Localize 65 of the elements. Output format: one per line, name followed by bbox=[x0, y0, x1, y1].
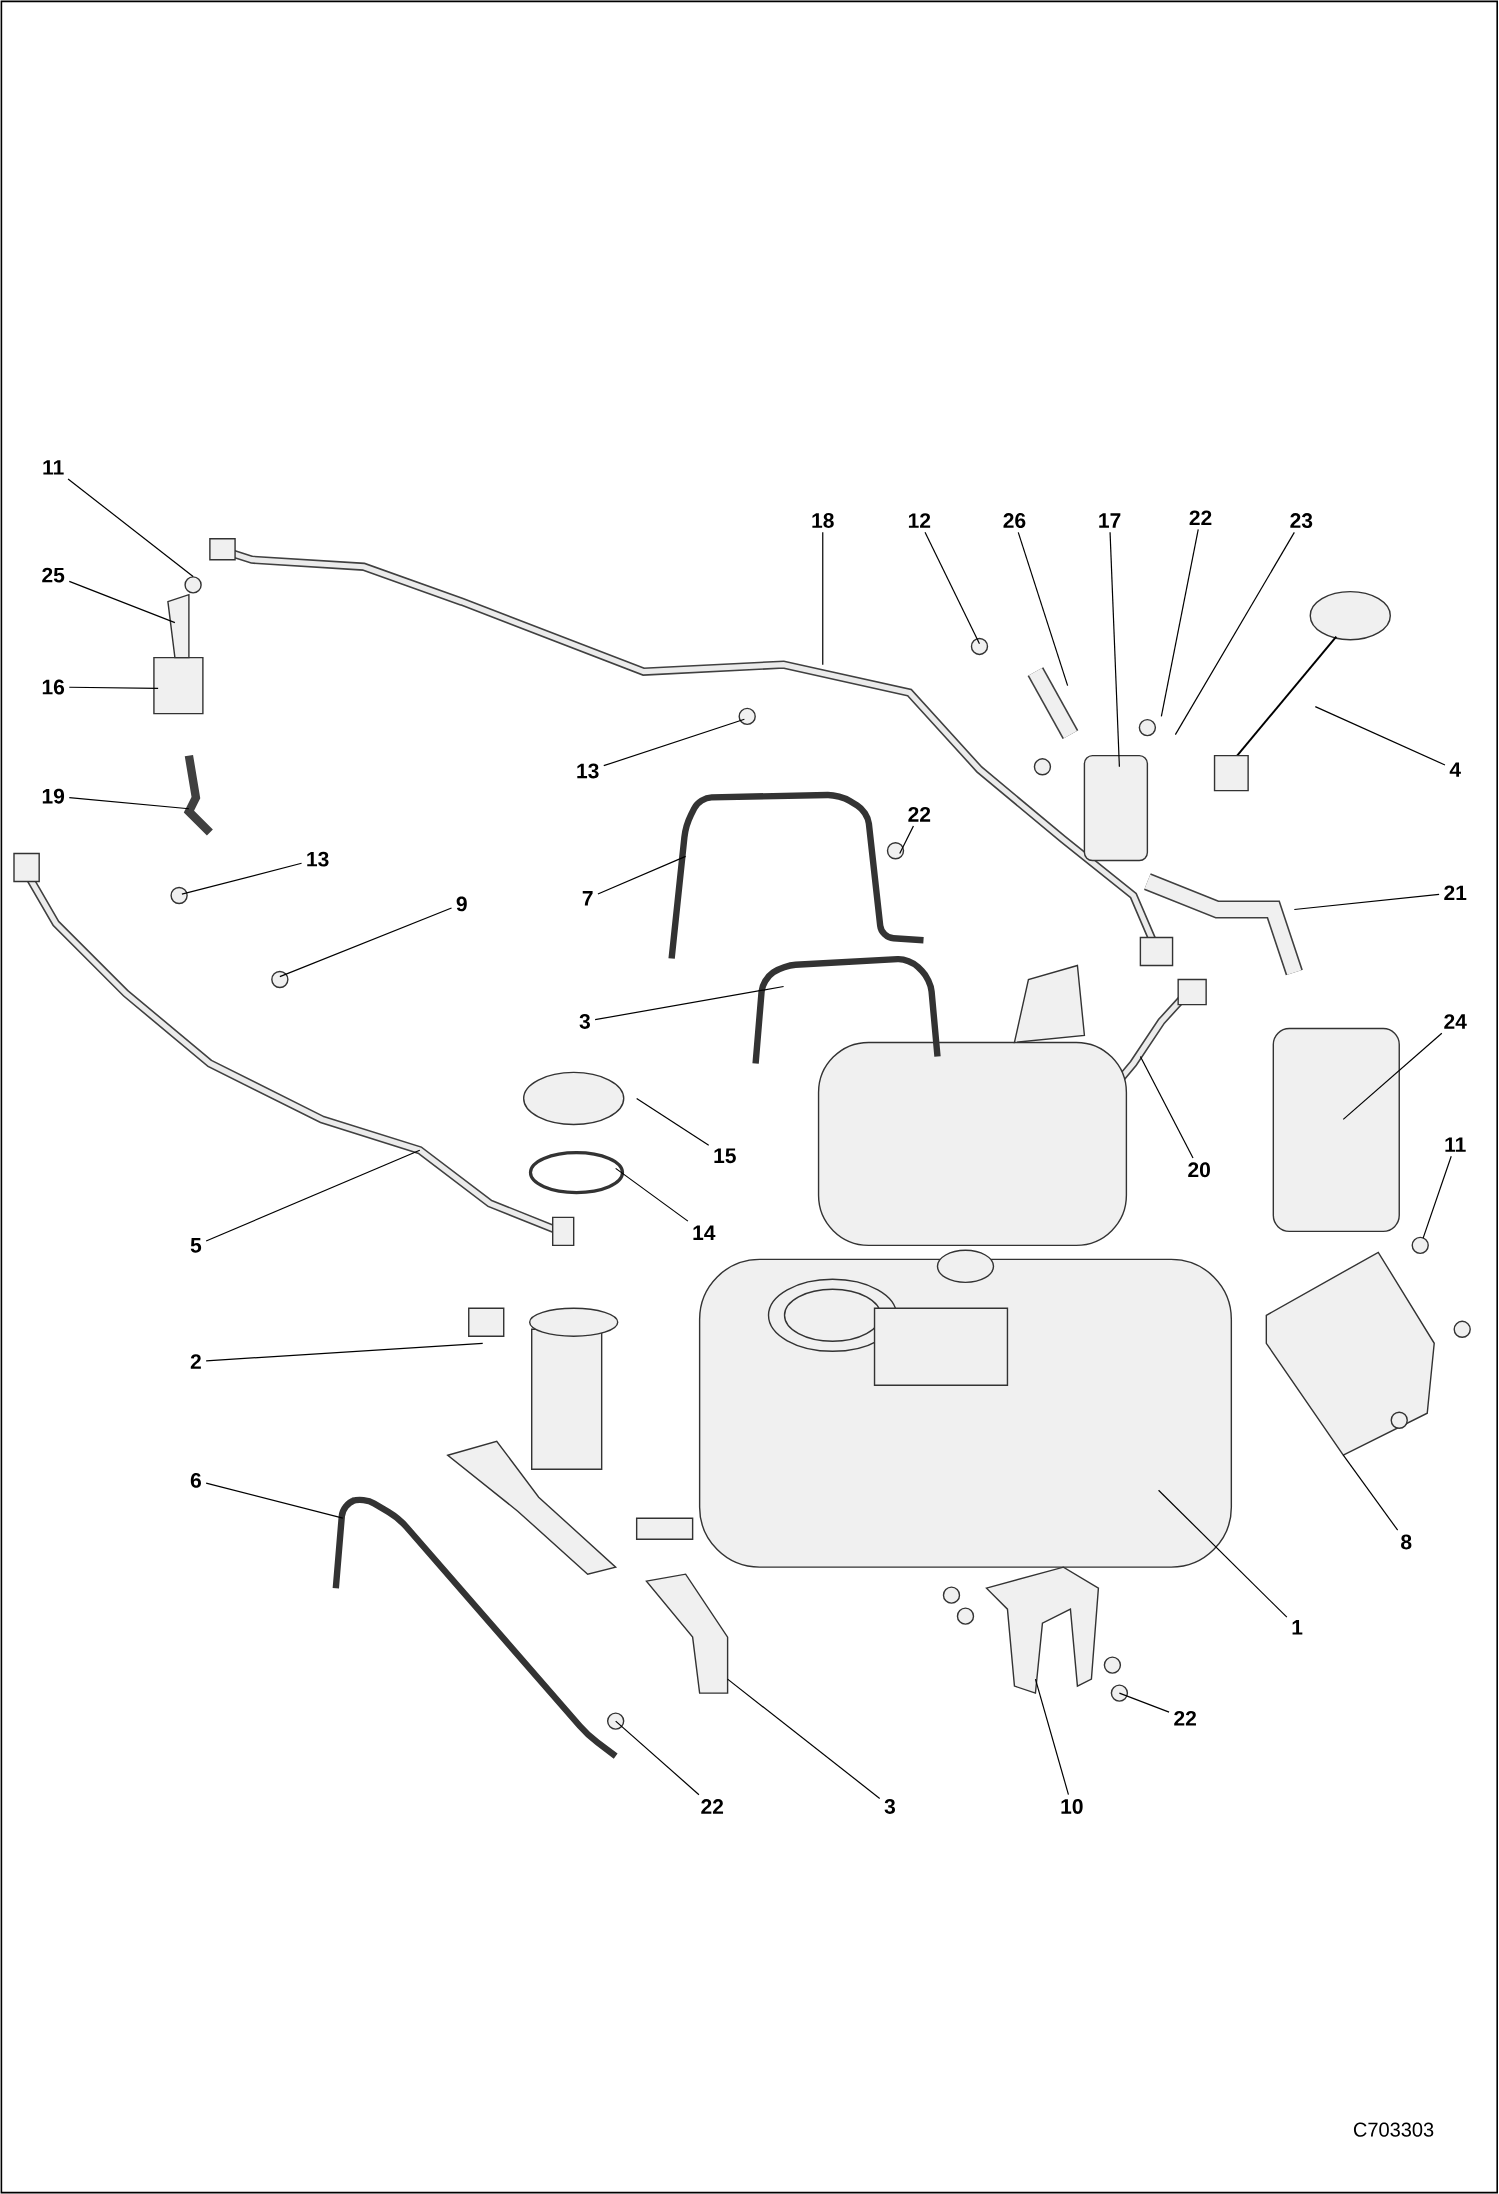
callout-number: 20 bbox=[1188, 1162, 1211, 1178]
leader-line bbox=[822, 531, 824, 666]
leader-line bbox=[899, 825, 915, 855]
callout-number: 23 bbox=[1290, 513, 1313, 528]
callout-number: 22 bbox=[1189, 510, 1212, 526]
callout-number: 25 bbox=[42, 567, 65, 583]
leader-line bbox=[615, 1720, 700, 1796]
leader-line bbox=[67, 478, 194, 578]
leader-line bbox=[1035, 1678, 1070, 1796]
leader-line bbox=[1109, 531, 1121, 768]
leader-line bbox=[594, 985, 785, 1021]
callout-number: 19 bbox=[43, 788, 65, 804]
callout-number: 4 bbox=[1449, 762, 1462, 777]
callout-number: 13 bbox=[577, 763, 599, 779]
leader-line bbox=[181, 862, 303, 895]
callout-number: 17 bbox=[1099, 513, 1121, 528]
leader-line bbox=[1140, 1055, 1194, 1159]
leader-line bbox=[205, 1149, 421, 1242]
leader-line bbox=[68, 686, 159, 690]
callout-number: 7 bbox=[582, 891, 593, 906]
leader-line bbox=[603, 718, 746, 767]
callout-number: 14 bbox=[693, 1225, 716, 1240]
callout-number: 3 bbox=[579, 1014, 591, 1029]
callout-number: 5 bbox=[190, 1238, 202, 1253]
leader-line bbox=[1314, 706, 1446, 766]
callout-number: 6 bbox=[191, 1473, 202, 1488]
callout-number: 21 bbox=[1444, 885, 1467, 901]
callout-number: 9 bbox=[456, 896, 467, 912]
callout-number: 22 bbox=[908, 807, 931, 822]
callout-number: 1 bbox=[1292, 1620, 1303, 1635]
callout-number: 10 bbox=[1061, 1799, 1083, 1814]
leader-line bbox=[1161, 528, 1200, 717]
callout-number: 13 bbox=[307, 851, 329, 867]
drawing-number: C703303 bbox=[1354, 2122, 1434, 2137]
callout-number: 26 bbox=[1003, 513, 1026, 528]
callout-number: 15 bbox=[714, 1148, 737, 1164]
leader-line bbox=[1158, 1489, 1288, 1618]
callout-number: 24 bbox=[1444, 1014, 1467, 1029]
callout-number: 22 bbox=[701, 1799, 724, 1814]
leader-line bbox=[279, 907, 453, 978]
callout-number: 18 bbox=[812, 513, 834, 528]
leader-line bbox=[68, 580, 176, 624]
leader-line bbox=[924, 531, 981, 645]
callout-number: 22 bbox=[1174, 1710, 1197, 1726]
leader-line bbox=[1293, 893, 1440, 911]
callout-number: 2 bbox=[191, 1354, 202, 1369]
leader-line bbox=[205, 1342, 484, 1362]
callout-number: 11 bbox=[43, 460, 64, 475]
leader-line bbox=[68, 797, 190, 810]
callout-number: 8 bbox=[1401, 1534, 1412, 1550]
leader-line bbox=[205, 1482, 344, 1519]
leader-line bbox=[1174, 531, 1296, 736]
leader-line bbox=[1017, 531, 1069, 687]
callout-number: 3 bbox=[884, 1799, 896, 1814]
leader-line bbox=[1422, 1155, 1453, 1239]
leader-line bbox=[636, 1097, 710, 1146]
callout-number: 11 bbox=[1445, 1137, 1466, 1152]
callout-number: 12 bbox=[909, 513, 931, 528]
leader-line bbox=[1342, 1032, 1443, 1120]
leader-line bbox=[615, 1167, 689, 1222]
leader-line bbox=[597, 855, 687, 895]
leader-line bbox=[1119, 1692, 1170, 1713]
callout-number: 16 bbox=[43, 679, 65, 695]
leader-line bbox=[727, 1678, 881, 1799]
leader-line bbox=[1342, 1454, 1399, 1531]
